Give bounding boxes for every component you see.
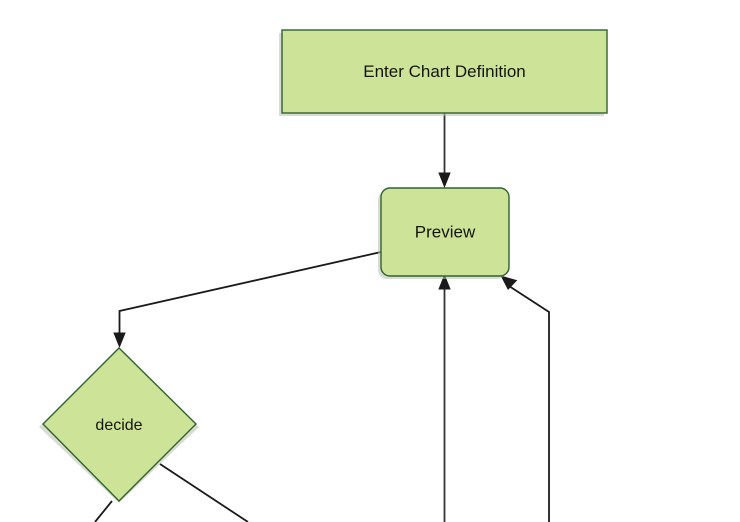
edge-bottom-right-to-preview-line	[508, 285, 550, 522]
edge-bottom-right-to-preview	[500, 275, 550, 522]
node-preview-shape[interactable]	[380, 187, 510, 277]
edge-decide-bottom-right	[159, 463, 249, 522]
node-enter-chart-definition-shape[interactable]	[281, 29, 608, 114]
edge-decide-bottom-right-line	[159, 463, 249, 522]
node-decide-shape[interactable]	[42, 347, 197, 502]
edge-bottom-center-to-preview-arrowhead	[438, 274, 451, 290]
edge-decide-bottom-left-line	[94, 500, 113, 522]
edge-preview-to-decide	[113, 251, 382, 348]
edge-decide-bottom-left	[94, 500, 113, 522]
edge-bottom-right-to-preview-arrowhead	[500, 275, 518, 290]
node-enter-chart-definition[interactable]: Enter Chart Definition	[279, 29, 608, 116]
node-layer: Enter Chart Definition Preview decide	[39, 29, 608, 503]
edge-enter-to-preview-arrowhead	[438, 172, 451, 188]
node-preview[interactable]: Preview	[378, 187, 510, 279]
edge-preview-to-decide-line	[118, 251, 382, 338]
edge-preview-to-decide-arrowhead	[113, 332, 126, 348]
edge-bottom-center-to-preview	[438, 274, 451, 522]
node-decide[interactable]: decide	[39, 347, 199, 503]
edge-layer	[94, 113, 550, 522]
edge-enter-to-preview	[438, 113, 451, 188]
